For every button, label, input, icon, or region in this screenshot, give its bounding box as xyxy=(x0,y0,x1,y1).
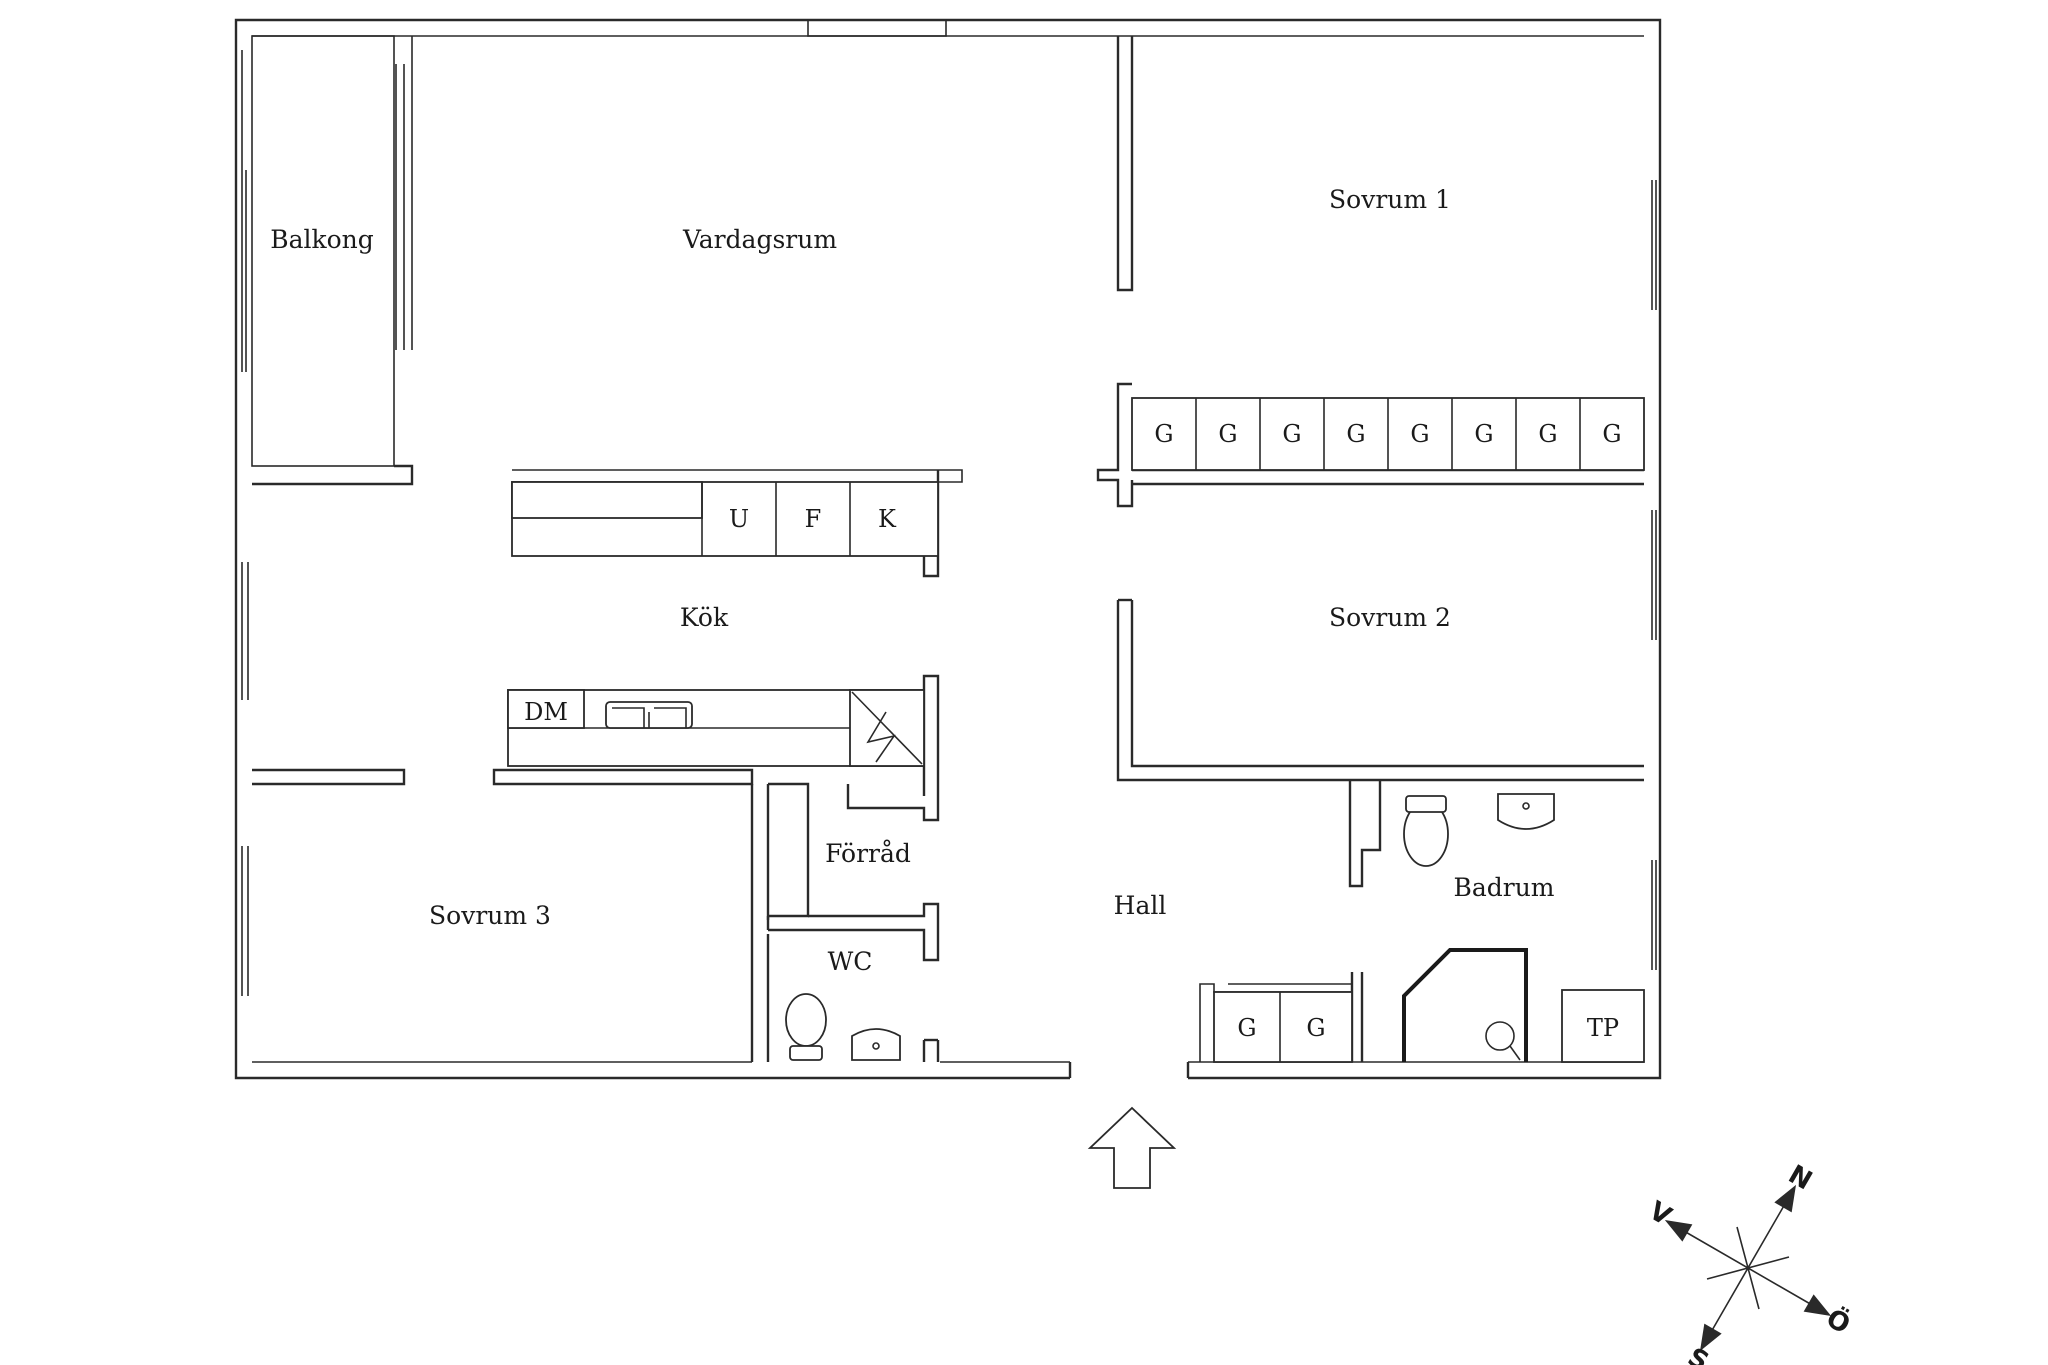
wash-basin-icon xyxy=(1497,793,1555,830)
compass-south-arrow xyxy=(1700,1323,1722,1352)
washer-label: TP xyxy=(1587,1014,1619,1042)
room-labels: Balkong Vardagsrum Sovrum 1 Sovrum 2 Kök… xyxy=(270,185,1555,976)
toilet-icon xyxy=(785,993,827,1047)
dishwasher-label: DM xyxy=(524,698,568,726)
wardrobe-label: G xyxy=(1346,420,1365,448)
interior-walls xyxy=(252,36,1644,1062)
wardrobe-label: G xyxy=(1282,420,1301,448)
room-label-hall: Hall xyxy=(1114,891,1167,920)
shower-icon xyxy=(1402,948,1528,1062)
room-label-balkong: Balkong xyxy=(270,225,374,254)
fridge-label-k: K xyxy=(878,505,897,533)
wardrobe-label: G xyxy=(1474,420,1493,448)
room-label-forrad: Förråd xyxy=(825,839,911,868)
wardrobe-label: G xyxy=(1602,420,1621,448)
compass-east-label: Ö xyxy=(1821,1301,1857,1341)
wardrobe-label: G xyxy=(1538,420,1557,448)
entrance-arrow-icon xyxy=(1087,1106,1177,1189)
windows-right xyxy=(1651,180,1657,970)
fridge-label-f: F xyxy=(805,505,822,533)
fridge-label-u: U xyxy=(729,505,749,533)
wardrobe-label: G xyxy=(1237,1014,1256,1042)
wardrobe-label: G xyxy=(1306,1014,1325,1042)
compass-south-label: S xyxy=(1682,1342,1713,1365)
windows-left xyxy=(241,562,249,996)
kitchen-lower-counter: DM xyxy=(507,689,925,767)
balcony xyxy=(235,35,413,467)
wardrobe-label: G xyxy=(1218,420,1237,448)
outer-walls xyxy=(234,18,1662,1080)
wardrobe-row-sovrum1: G G G G G G G G xyxy=(1131,397,1645,471)
compass-west-arrow xyxy=(1664,1220,1693,1242)
wardrobe-label: G xyxy=(1154,420,1173,448)
compass-east-arrow xyxy=(1803,1294,1832,1316)
room-label-kok: Kök xyxy=(680,603,729,632)
wardrobe-label: G xyxy=(1410,420,1429,448)
room-label-sovrum3: Sovrum 3 xyxy=(429,901,551,930)
wc-fixtures xyxy=(785,993,901,1061)
room-label-sovrum2: Sovrum 2 xyxy=(1329,603,1451,632)
compass-north-arrow xyxy=(1774,1184,1796,1213)
room-label-wc: WC xyxy=(828,947,873,976)
hall-wardrobes: G G xyxy=(1199,983,1353,1063)
room-label-vardagsrum: Vardagsrum xyxy=(682,225,837,254)
wash-basin-icon xyxy=(851,1028,901,1061)
compass-north-label: N xyxy=(1783,1160,1817,1197)
room-label-badrum: Badrum xyxy=(1453,873,1554,902)
room-label-sovrum1: Sovrum 1 xyxy=(1329,185,1451,214)
badrum-fixtures: TP xyxy=(1402,793,1645,1063)
kitchen-upper-counter: U F K xyxy=(511,469,963,557)
compass-rose-icon xyxy=(1664,1184,1832,1352)
